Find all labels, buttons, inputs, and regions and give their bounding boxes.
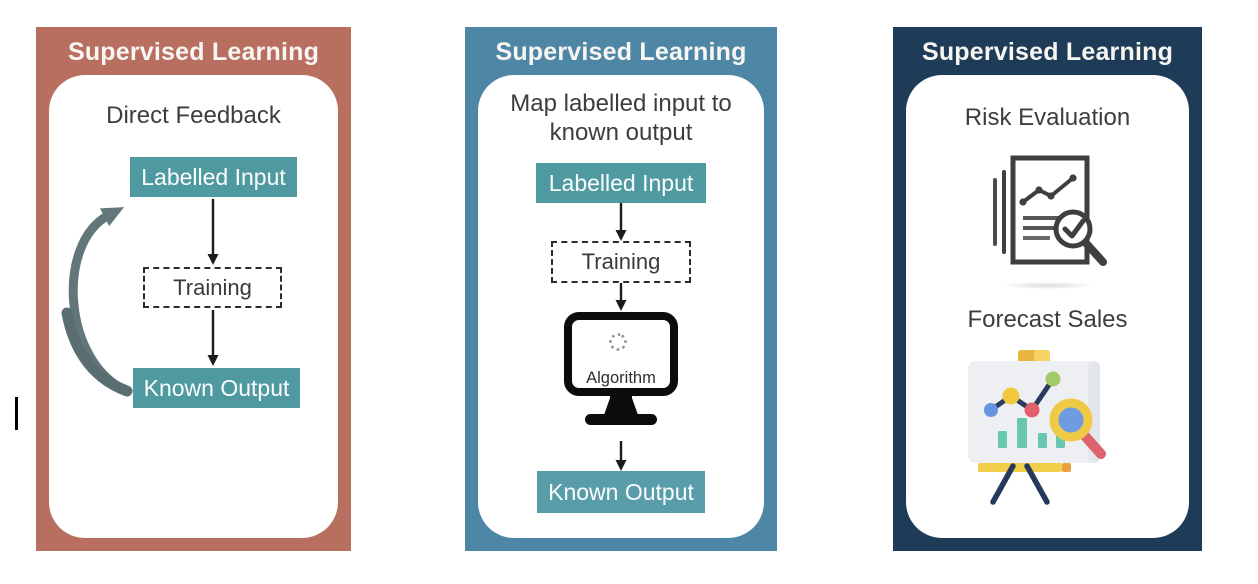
node-training: Training [551,241,691,283]
node-labelled-input: Labelled Input [130,157,297,197]
report-check-magnifier-icon [992,155,1107,266]
down-arrow-icon [615,203,627,241]
panel-title: Supervised Learning [921,38,1174,66]
use-case-heading: Forecast Sales [967,306,1128,333]
stacked-pages-glyph [992,170,1006,254]
down-arrow-icon [207,199,219,265]
easel-base-glyph [977,463,1071,505]
node-labelled-input: Labelled Input [536,163,706,203]
text-cursor-artifact [15,397,18,430]
down-arrow-icon [207,310,219,366]
panel-title: Supervised Learning [495,38,747,66]
panel-heading: Direct Feedback [106,102,281,129]
heading-line-1: Map labelled input to [510,90,732,117]
magnifier-glyph [1049,398,1106,459]
presentation-chart-magnifier-icon [967,350,1106,505]
loop-arrow-icon [61,207,133,397]
node-training: Training [143,267,282,308]
line-chart-glyph [1018,174,1077,206]
use-case-list: Risk Evaluation [906,75,1189,508]
down-arrow-icon [615,441,627,471]
panel-use-cases: Supervised Learning Risk Evaluation [893,27,1202,551]
panel-heading: Map labelled input to known output [478,89,764,147]
algorithm-label: Algorithm [586,369,656,387]
node-known-output: Known Output [537,471,705,513]
panel-direct-feedback: Supervised Learning Direct Feedback Labe… [36,27,351,551]
dot-line-chart-glyph [983,371,1060,418]
heading-line-2: known output [549,119,693,146]
check-magnifier-glyph [1053,209,1107,266]
panel-map-input-output: Supervised Learning Map labelled input t… [465,27,777,551]
use-case-heading: Risk Evaluation [964,104,1131,131]
panel-body: Map labelled input to known output Label… [478,75,764,538]
spinner-icon [609,333,627,351]
feedback-loop-diagram: Labelled Input Training Known Output [49,75,338,538]
icon-shadow [1002,282,1093,289]
panel-body: Direct Feedback Labelled Input [49,75,338,538]
panel-title: Supervised Learning [67,38,320,66]
panel-body: Risk Evaluation [906,75,1189,538]
easel-knob-glyph [1017,350,1050,363]
mapping-flow-diagram: Labelled Input Training Algorithm [478,163,764,513]
node-known-output: Known Output [133,368,300,408]
monitor-icon: Algorithm [564,312,678,425]
down-arrow-icon [615,283,627,311]
